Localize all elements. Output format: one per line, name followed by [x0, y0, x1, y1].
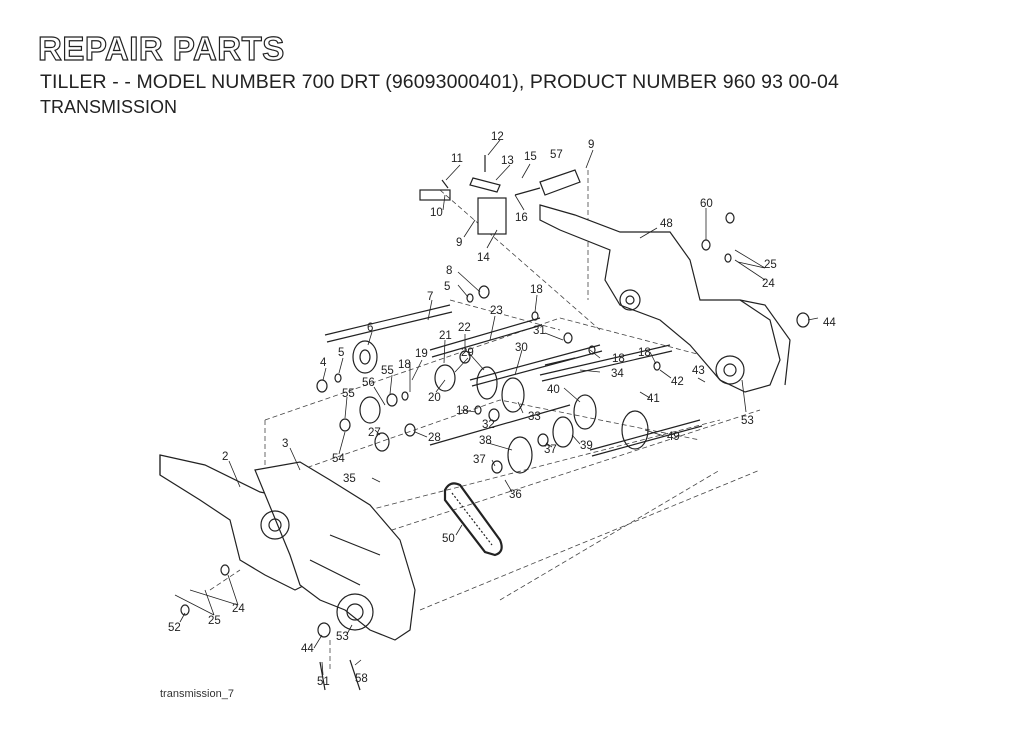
callout-11: 11 [451, 153, 463, 165]
callout-18: 18 [456, 405, 469, 417]
callout-29: 29 [461, 347, 474, 359]
figure-caption: transmission_7 [160, 688, 234, 700]
callout-12: 12 [491, 131, 504, 143]
left-housing [159, 454, 416, 641]
page-title: REPAIR PARTS [37, 29, 285, 67]
callout-18: 18 [612, 353, 625, 365]
callout-51: 51 [317, 676, 330, 688]
callout-7: 7 [427, 291, 433, 303]
callout-27: 27 [368, 427, 381, 439]
callout-10: 10 [430, 207, 443, 219]
callout-25: 25 [208, 615, 221, 627]
callout-37: 37 [544, 444, 557, 456]
callout-49: 49 [667, 431, 680, 443]
callout-14: 14 [477, 252, 490, 264]
drive-chain [443, 482, 503, 557]
callout-16: 16 [515, 212, 528, 224]
callout-9: 9 [588, 139, 594, 151]
callout-43: 43 [692, 365, 705, 377]
gears [352, 340, 649, 474]
bearings-washers [180, 155, 810, 638]
callout-13: 13 [501, 155, 514, 167]
callout-19: 19 [415, 348, 428, 360]
callout-5: 5 [338, 347, 344, 359]
callout-36: 36 [509, 489, 522, 501]
callout-37: 37 [473, 454, 486, 466]
callout-53: 53 [741, 415, 754, 427]
callout-34: 34 [611, 368, 624, 380]
callout-38: 38 [479, 435, 492, 447]
callout-56: 56 [362, 377, 375, 389]
callout-18: 18 [638, 347, 651, 359]
callout-54: 54 [332, 453, 345, 465]
callout-28: 28 [428, 432, 441, 444]
bolts [319, 659, 361, 691]
callout-32: 32 [482, 419, 495, 431]
callout-39: 39 [580, 440, 593, 452]
callout-53: 53 [336, 631, 349, 643]
page-subtitle: TILLER - - MODEL NUMBER 700 DRT (9609300… [40, 71, 839, 93]
callout-58: 58 [355, 673, 368, 685]
callout-18: 18 [530, 284, 543, 296]
callout-44: 44 [301, 643, 314, 655]
callout-35: 35 [343, 473, 356, 485]
callout-5: 5 [444, 281, 450, 293]
callout-24: 24 [232, 603, 245, 615]
callout-55: 55 [342, 388, 355, 400]
callout-22: 22 [458, 322, 471, 334]
callout-55: 55 [381, 365, 394, 377]
callout-4: 4 [320, 357, 327, 369]
callout-60: 60 [700, 198, 713, 210]
callout-9: 9 [456, 237, 462, 249]
leader-lines [174, 139, 819, 676]
callout-50: 50 [442, 533, 455, 545]
callout-30: 30 [515, 342, 528, 354]
shafts [324, 304, 703, 457]
right-housing [539, 204, 791, 393]
callout-20: 20 [428, 392, 441, 404]
callout-2: 2 [222, 451, 228, 463]
callout-42: 42 [671, 376, 684, 388]
callout-48: 48 [660, 218, 673, 230]
callout-31: 31 [533, 325, 546, 337]
callout-24: 24 [762, 278, 775, 290]
callout-labels: 2 3 4 5 5 6 7 8 9 9 10 11 12 13 14 15 16… [168, 131, 836, 688]
callout-15: 15 [524, 151, 537, 163]
callout-18: 18 [398, 359, 411, 371]
callout-57: 57 [550, 149, 563, 161]
section-title: TRANSMISSION [40, 97, 178, 117]
callout-23: 23 [490, 305, 503, 317]
callout-33: 33 [528, 411, 541, 423]
callout-44: 44 [823, 317, 836, 329]
callout-52: 52 [168, 622, 181, 634]
callout-8: 8 [446, 265, 452, 277]
callout-21: 21 [439, 330, 452, 342]
callout-25: 25 [764, 259, 777, 271]
callout-40: 40 [547, 384, 560, 396]
callout-41: 41 [647, 393, 660, 405]
callout-6: 6 [367, 322, 373, 334]
callout-3: 3 [282, 438, 288, 450]
